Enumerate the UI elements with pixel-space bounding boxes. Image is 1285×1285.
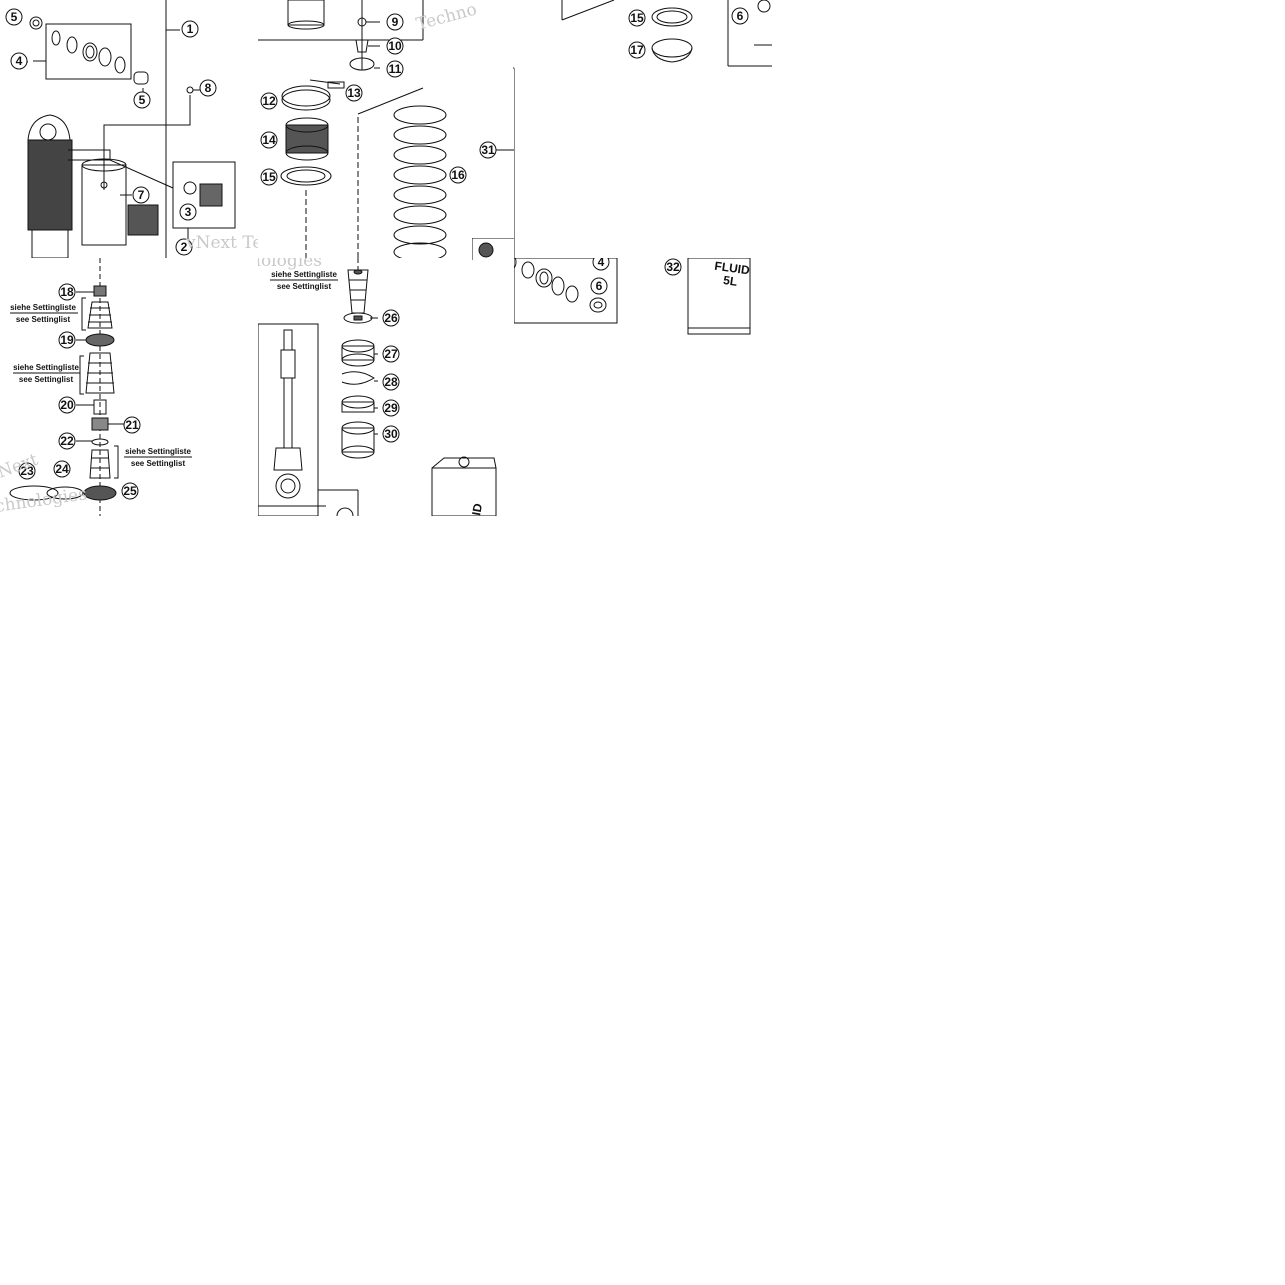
setting-note-en-2: see Settinglist: [19, 375, 74, 384]
watermark-text: Techno: [414, 0, 479, 35]
callout-6: 6: [737, 9, 744, 23]
watermark-text: nologies: [258, 258, 322, 271]
callout-7: 7: [138, 188, 145, 202]
tile-shock-assembly: 5 1 4 5 8 7 3 2 vNext Tec: [0, 0, 258, 258]
callout-29: 29: [384, 401, 398, 415]
callout-16: 16: [451, 168, 465, 182]
setting-note-en-3: see Settinglist: [131, 459, 186, 468]
seals-fluid-drawing: 4 6 32 FLUID 5L: [514, 258, 751, 335]
callout-28: 28: [384, 375, 398, 389]
callout-6b: 6: [596, 279, 603, 293]
piston-rod-drawing: 26 27 28 29 30 siehe Settingliste see Se…: [258, 258, 497, 516]
callout-22: 22: [60, 434, 74, 448]
right-upper-drawing: 15 17 6: [514, 0, 772, 258]
callout-27: 27: [384, 347, 398, 361]
callout-15b: 15: [630, 11, 644, 25]
callout-17: 17: [630, 43, 644, 57]
callout-11: 11: [389, 62, 402, 76]
fluid-label-bottom: 5L: [722, 273, 738, 289]
callout-12: 12: [262, 94, 276, 108]
callout-9: 9: [392, 15, 399, 29]
callout-20: 20: [60, 398, 74, 412]
callout-13: 13: [347, 86, 361, 100]
setting-note-de-2: siehe Settingliste: [13, 363, 79, 372]
callout-5b: 5: [139, 93, 146, 107]
setting-note-de-1: siehe Settingliste: [10, 303, 76, 312]
callout-10: 10: [388, 39, 402, 53]
tile-piston-rod: 26 27 28 29 30 siehe Settingliste see Se…: [258, 258, 516, 516]
callout-25: 25: [123, 484, 137, 498]
fluid-label-top: FLUID: [714, 259, 751, 278]
callout-23: 23: [20, 464, 34, 478]
setting-note-en-4: see Settinglist: [277, 282, 332, 291]
callout-31-group: 31: [479, 141, 514, 159]
callout-19: 19: [60, 333, 74, 347]
shim-stack-drawing: 18 19 20 21 22 23 24 25 siehe Settinglis…: [0, 258, 192, 516]
tile-seals-fluid: 4 6 32 FLUID 5L: [514, 258, 772, 516]
can-label: ID: [469, 502, 485, 516]
callout-1: 1: [187, 22, 194, 36]
callout-18: 18: [60, 285, 74, 299]
callout-32: 32: [666, 260, 680, 274]
seal-fragment: [472, 238, 514, 260]
callout-26: 26: [384, 311, 398, 325]
tile-right-upper: 15 17 6: [514, 0, 772, 258]
tile-shim-stack: 18 19 20 21 22 23 24 25 siehe Settinglis…: [0, 258, 258, 516]
setting-note-de-4: siehe Settingliste: [271, 270, 337, 279]
callout-4b: 4: [598, 258, 605, 269]
setting-note-en-1: see Settinglist: [16, 315, 71, 324]
callout-21: 21: [125, 418, 139, 432]
callout-24: 24: [55, 462, 69, 476]
spring-section-drawing: 9 10 11 12 13 14 15 16 Techno: [258, 0, 516, 258]
watermark-text: vNext Tec: [185, 233, 258, 253]
callout-5: 5: [11, 10, 18, 24]
shock-assembly-drawing: 5 1 4 5 8 7 3 2 vNext Tec: [5, 0, 258, 258]
callout-2: 2: [181, 240, 188, 254]
tile-spring-section: 9 10 11 12 13 14 15 16 Techno: [258, 0, 516, 258]
callout-14: 14: [262, 133, 276, 147]
setting-note-de-3: siehe Settingliste: [125, 447, 191, 456]
callout-15: 15: [262, 170, 276, 184]
callout-3: 3: [185, 205, 192, 219]
callout-8: 8: [205, 81, 212, 95]
callout-31: 31: [481, 143, 495, 157]
callout-4: 4: [16, 54, 23, 68]
callout-30: 30: [384, 427, 398, 441]
